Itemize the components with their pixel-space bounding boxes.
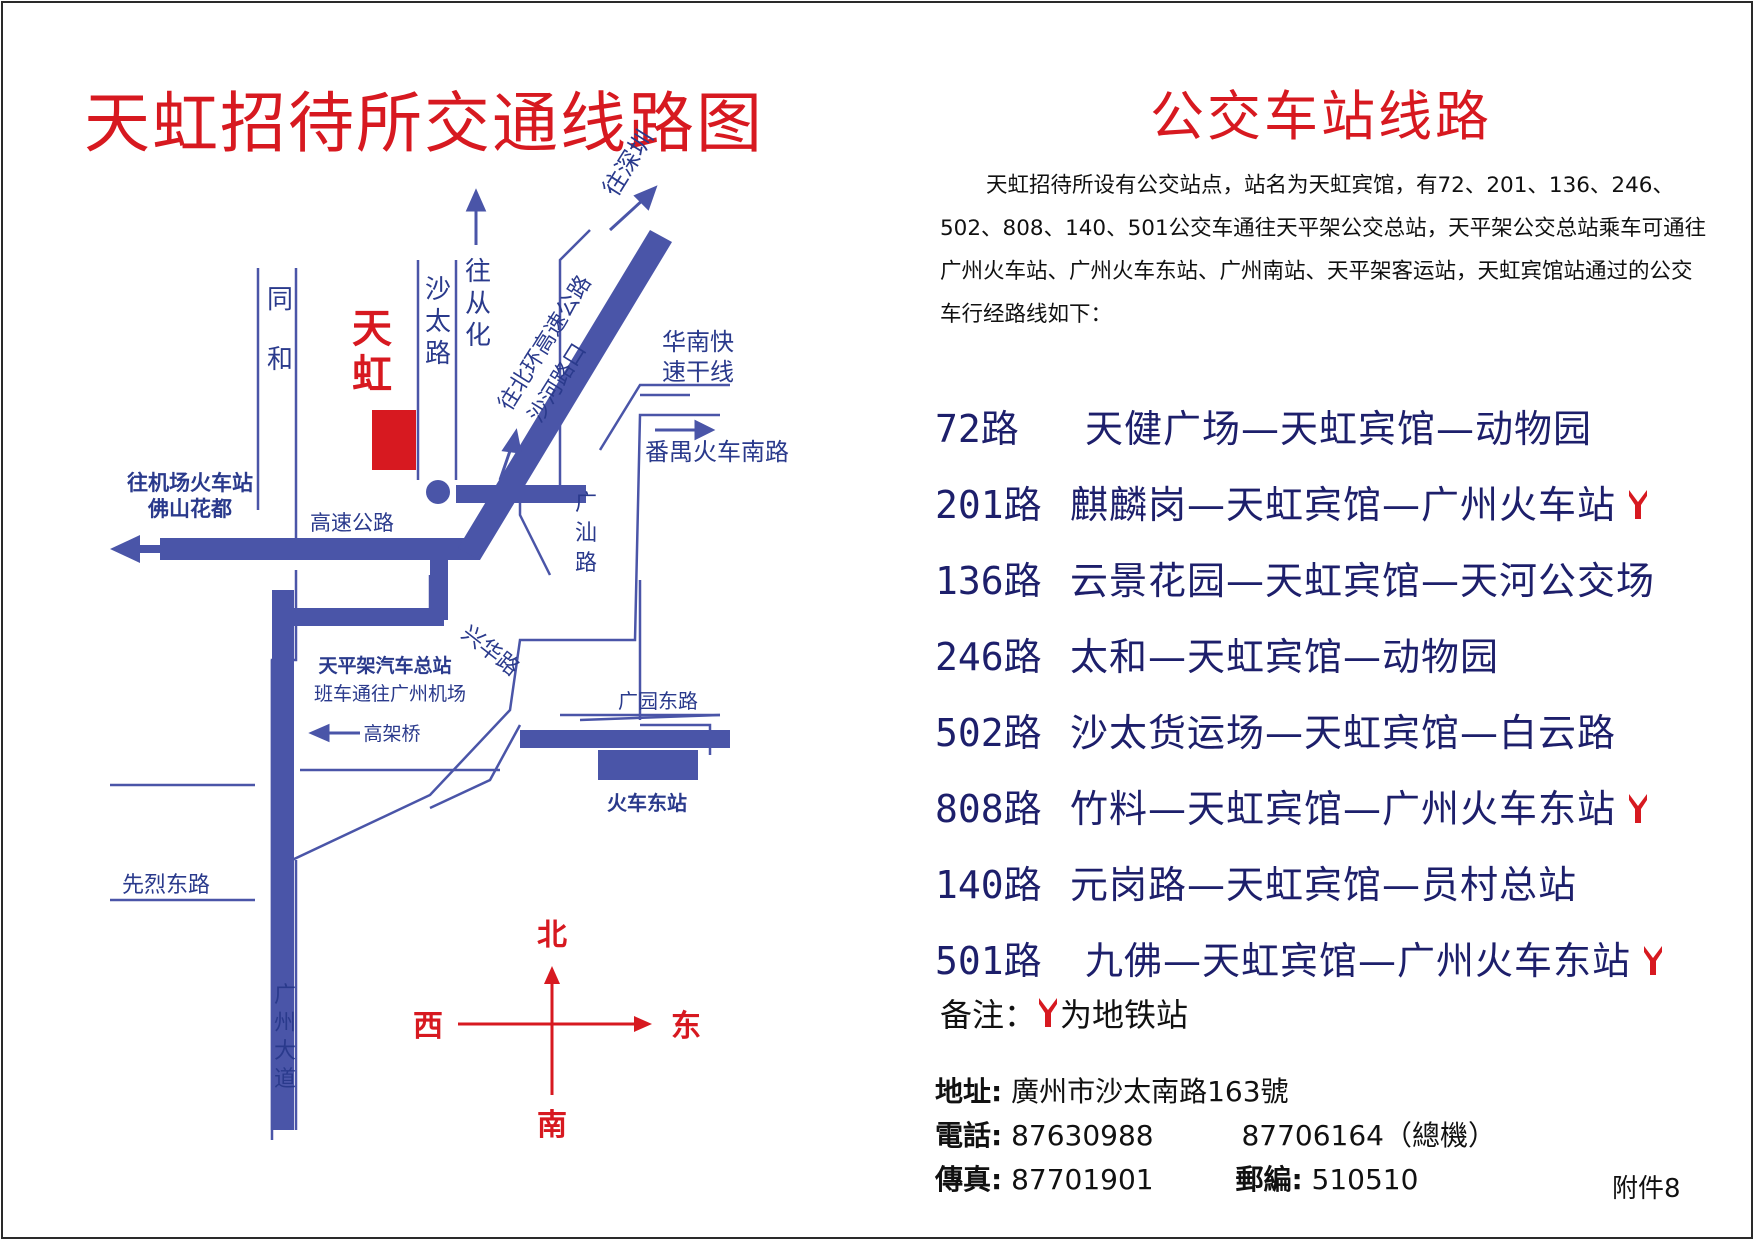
route-stops: 太和—天虹宾馆—动物园	[1070, 635, 1500, 679]
xinghua-label: 兴华路	[456, 621, 523, 681]
route-number: 136路	[935, 559, 1042, 603]
metro-station-marker	[1626, 787, 1650, 831]
panyu-arrow-head	[694, 419, 716, 441]
compass-north-label: 北	[537, 918, 567, 953]
route-number: 808路	[935, 787, 1042, 831]
guangyuan-east-road	[520, 730, 730, 748]
route-number: 72路	[935, 407, 1019, 451]
direction-arrows	[308, 185, 716, 743]
huadu-label: 佛山花都	[147, 497, 232, 521]
metro-icon	[1644, 946, 1663, 975]
route-stops: 九佛—天虹宾馆—广州火车东站	[1085, 930, 1665, 985]
bus-route-title: 公交车站线路	[1150, 85, 1492, 148]
shahe-exit-road	[456, 485, 586, 503]
tianpingjia-connector	[294, 608, 444, 626]
attachment-label: 附件8	[1612, 1174, 1681, 1204]
xianlie-label: 先烈东路	[122, 873, 210, 898]
route-stops: 元岗路—天虹宾馆—员村总站	[1070, 863, 1578, 907]
route-stops: 竹料—天虹宾馆—广州火车东站	[1070, 778, 1650, 833]
guangyuan-east-label: 广园东路	[618, 689, 698, 713]
hotel-label: 天虹	[352, 306, 392, 398]
fax-label: 傳真:	[935, 1163, 1003, 1196]
north-arrow-head	[465, 188, 487, 212]
fax-value: 87701901	[1011, 1163, 1154, 1196]
address-value: 廣州市沙太南路163號	[1011, 1075, 1289, 1108]
compass-north-arrow	[544, 966, 560, 984]
panyu-label: 番禺火车南路	[645, 438, 789, 466]
route-map: 同和 沙太路 往从化 往深圳 往北环高速公路 沙河路口 华南快速干线 番禺火车南…	[110, 125, 789, 1143]
tonghe-label: 同和	[267, 285, 293, 375]
route-number: 501路	[935, 939, 1042, 983]
route-stops: 云景花园—天虹宾馆—天河公交场	[1070, 559, 1656, 603]
tianpingjia-label: 天平架汽车总站	[318, 654, 451, 677]
metro-icon	[1629, 490, 1648, 519]
huanan-label: 华南快速干线	[662, 328, 734, 386]
compass: 北 南 西 东	[413, 918, 701, 1143]
compass-south-label: 南	[537, 1108, 567, 1143]
beihuan-road	[458, 230, 672, 560]
metro-icon	[1629, 794, 1648, 823]
west-arrow-head	[110, 535, 140, 563]
main-roads	[110, 230, 730, 1130]
fax-zip-line: 傳真: 87701901 郵編: 510510	[935, 1158, 1418, 1198]
conghua-label: 往从化	[465, 257, 491, 351]
expressway-label: 高速公路	[310, 511, 394, 535]
shenzhen-arrow-head	[633, 185, 658, 211]
route-number: 201路	[935, 483, 1042, 527]
route-number: 246路	[935, 635, 1042, 679]
compass-east-arrow	[634, 1016, 652, 1032]
airport-label: 往机场火车站	[127, 471, 253, 495]
metro-icon	[1039, 998, 1058, 1027]
phone-value-1: 87630988	[1011, 1119, 1154, 1152]
phone-value-2: 87706164（總機）	[1241, 1119, 1496, 1152]
bus-intro-paragraph: 天虹招待所设有公交站点，站名为天虹宾馆，有72、201、136、246、502、…	[940, 173, 1707, 327]
shatai-label: 沙太路	[425, 275, 451, 369]
phone-label: 電話:	[935, 1119, 1003, 1152]
metro-note-text: 为地铁站	[1060, 996, 1189, 1034]
beihuan-arrow-head	[501, 428, 522, 454]
address-label: 地址:	[935, 1075, 1003, 1108]
east-station-label: 火车东站	[607, 791, 687, 815]
hotel-marker	[372, 410, 416, 470]
guangzhou-avenue-road	[272, 590, 294, 1130]
overpass-arrow-head	[308, 723, 330, 743]
east-station-block	[598, 750, 698, 780]
guangzhou-avenue-label: 广州大道	[274, 983, 296, 1092]
route-stops: 沙太货运场—天虹宾馆—白云路	[1070, 711, 1617, 755]
west-arrow-shaft	[138, 545, 168, 553]
zip-value: 510510	[1311, 1163, 1419, 1196]
map-title: 天虹招待所交通线路图	[84, 85, 764, 162]
guangshan-label: 广汕路	[575, 491, 597, 576]
bus-stop-marker	[426, 480, 450, 504]
route-number: 502路	[935, 711, 1042, 755]
route-stops: 麒麟岗—天虹宾馆—广州火车站	[1070, 474, 1650, 529]
connector-road	[430, 560, 448, 620]
metro-station-marker	[1641, 939, 1665, 983]
route-stops: 天健广场—天虹宾馆—动物园	[1085, 407, 1593, 451]
address-line: 地址: 廣州市沙太南路163號	[935, 1070, 1289, 1110]
metro-station-marker	[1626, 483, 1650, 527]
route-number: 140路	[935, 863, 1042, 907]
expressway-road	[160, 538, 480, 560]
metro-note: 备注： 为地铁站	[940, 990, 1188, 1036]
metro-note-prefix: 备注：	[940, 996, 1037, 1034]
shuttle-label: 班车通往广州机场	[314, 683, 466, 705]
phone-line: 電話: 87630988 87706164（總機）	[935, 1114, 1496, 1154]
compass-west-label: 西	[413, 1009, 443, 1044]
zip-label: 郵編:	[1235, 1163, 1303, 1196]
compass-east-label: 东	[671, 1009, 701, 1044]
overpass-label: 高架桥	[363, 723, 420, 745]
